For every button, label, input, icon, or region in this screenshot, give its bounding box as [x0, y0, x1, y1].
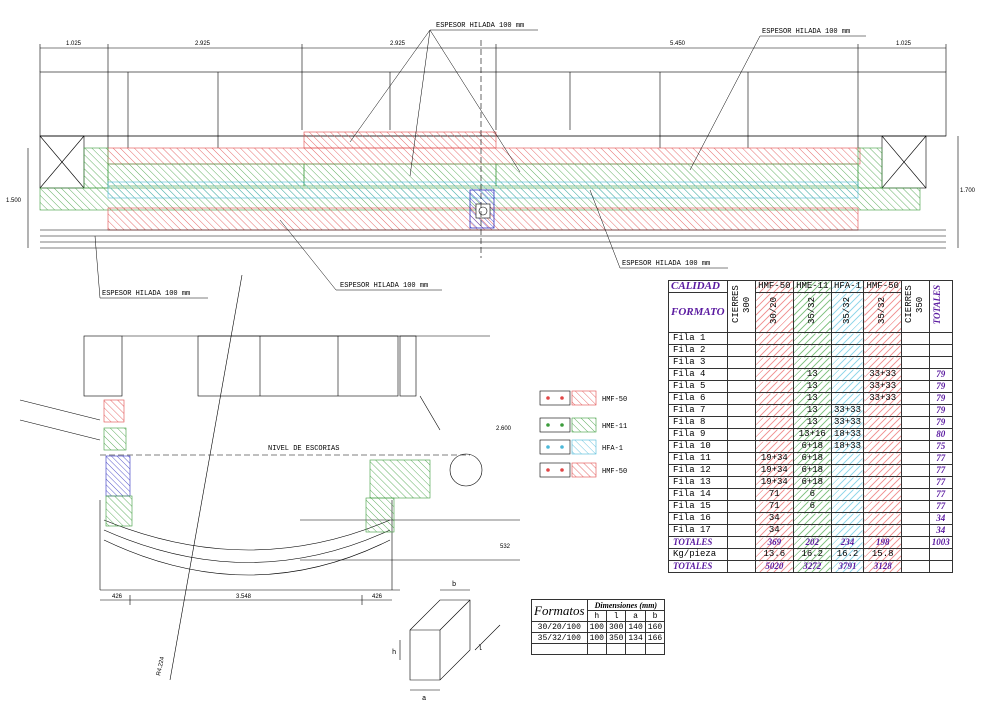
legend-item-hmf50-2: HMF-50 [539, 462, 627, 478]
taphole-block [469, 189, 495, 229]
note-labels: ESPESOR HILADA 100 mm ESPESOR HILADA 100… [102, 22, 850, 298]
svg-text:HMF-50: HMF-50 [602, 468, 627, 476]
section-labels: NIVEL DE ESCORIAS 2.600 532 426 3.548 42… [112, 426, 512, 676]
note-1: ESPESOR HILADA 100 mm [436, 22, 524, 30]
formato-row: 30/20/100 100 300 140 160 [531, 621, 666, 633]
dim-right-height: 1.700 [960, 188, 976, 194]
top-dimensions: 1.025 2.925 2.925 5.450 1.025 1.500 1.70… [6, 41, 976, 204]
materials-table: CALIDAD CIERRES 300 HMF-50 HME-11 HFA-1 … [667, 280, 954, 573]
legend-item-hme11: HME-11 [539, 417, 627, 433]
svg-text:HME-11: HME-11 [602, 423, 627, 431]
formatos-title: Formatos [531, 599, 588, 622]
dim-4: 5.450 [670, 41, 686, 47]
section-view [19, 274, 520, 681]
dim-5: 1.025 [896, 41, 912, 47]
section-bottom: 532 [500, 544, 511, 550]
note-5: ESPESOR HILADA 100 mm [102, 290, 190, 298]
legend-item-hfa1: HFA-1 [539, 439, 623, 455]
svg-text:l: l [478, 645, 482, 653]
note-2: ESPESOR HILADA 100 mm [762, 28, 850, 36]
dimensiones-head: Dimensiones (mm) [586, 599, 666, 611]
dim-1: 1.025 [66, 41, 82, 47]
note-4: ESPESOR HILADA 100 mm [340, 282, 428, 290]
table-row: Fila 2 [667, 344, 954, 357]
nivel-label: NIVEL DE ESCORIAS [268, 445, 339, 453]
dim-3: 2.925 [390, 41, 406, 47]
formatos-table: Formatos Dimensiones (mm) h l a b 30/20/… [531, 599, 666, 655]
formato-row: 35/32/100 100 350 134 166 [531, 632, 666, 644]
leader-lines [94, 29, 866, 299]
table-row: Fila 1 [667, 332, 954, 345]
note-3: ESPESOR HILADA 100 mm [622, 260, 710, 268]
formato-head: FORMATO [667, 292, 729, 333]
svg-text:HFA-1: HFA-1 [602, 445, 623, 453]
dim-left: 426 [112, 594, 123, 600]
svg-text:a: a [422, 695, 426, 703]
brick-diagram [399, 589, 501, 691]
dim-right: 426 [372, 594, 383, 600]
svg-text:HMF-50: HMF-50 [602, 396, 627, 404]
svg-text:b: b [452, 581, 456, 589]
svg-text:h: h [392, 649, 396, 657]
section-height: 2.600 [496, 426, 512, 432]
dim-left-height: 1.500 [6, 198, 22, 204]
table-row: Fila 3 [667, 356, 954, 369]
radius-label: R4.224 [156, 656, 166, 677]
dim-center: 3.548 [236, 594, 252, 600]
calidad-head: CALIDAD [667, 280, 729, 293]
dim-2: 2.925 [195, 41, 211, 47]
hmf50-upper-band [107, 131, 861, 165]
bottom-rows [27, 40, 959, 258]
legend-item-hmf50: HMF-50 [539, 390, 627, 406]
legend: HMF-50 HME-11 HFA-1 HMF-50 [539, 390, 627, 478]
section-bricks [103, 399, 431, 533]
brick-labels: b a l h [392, 581, 482, 703]
